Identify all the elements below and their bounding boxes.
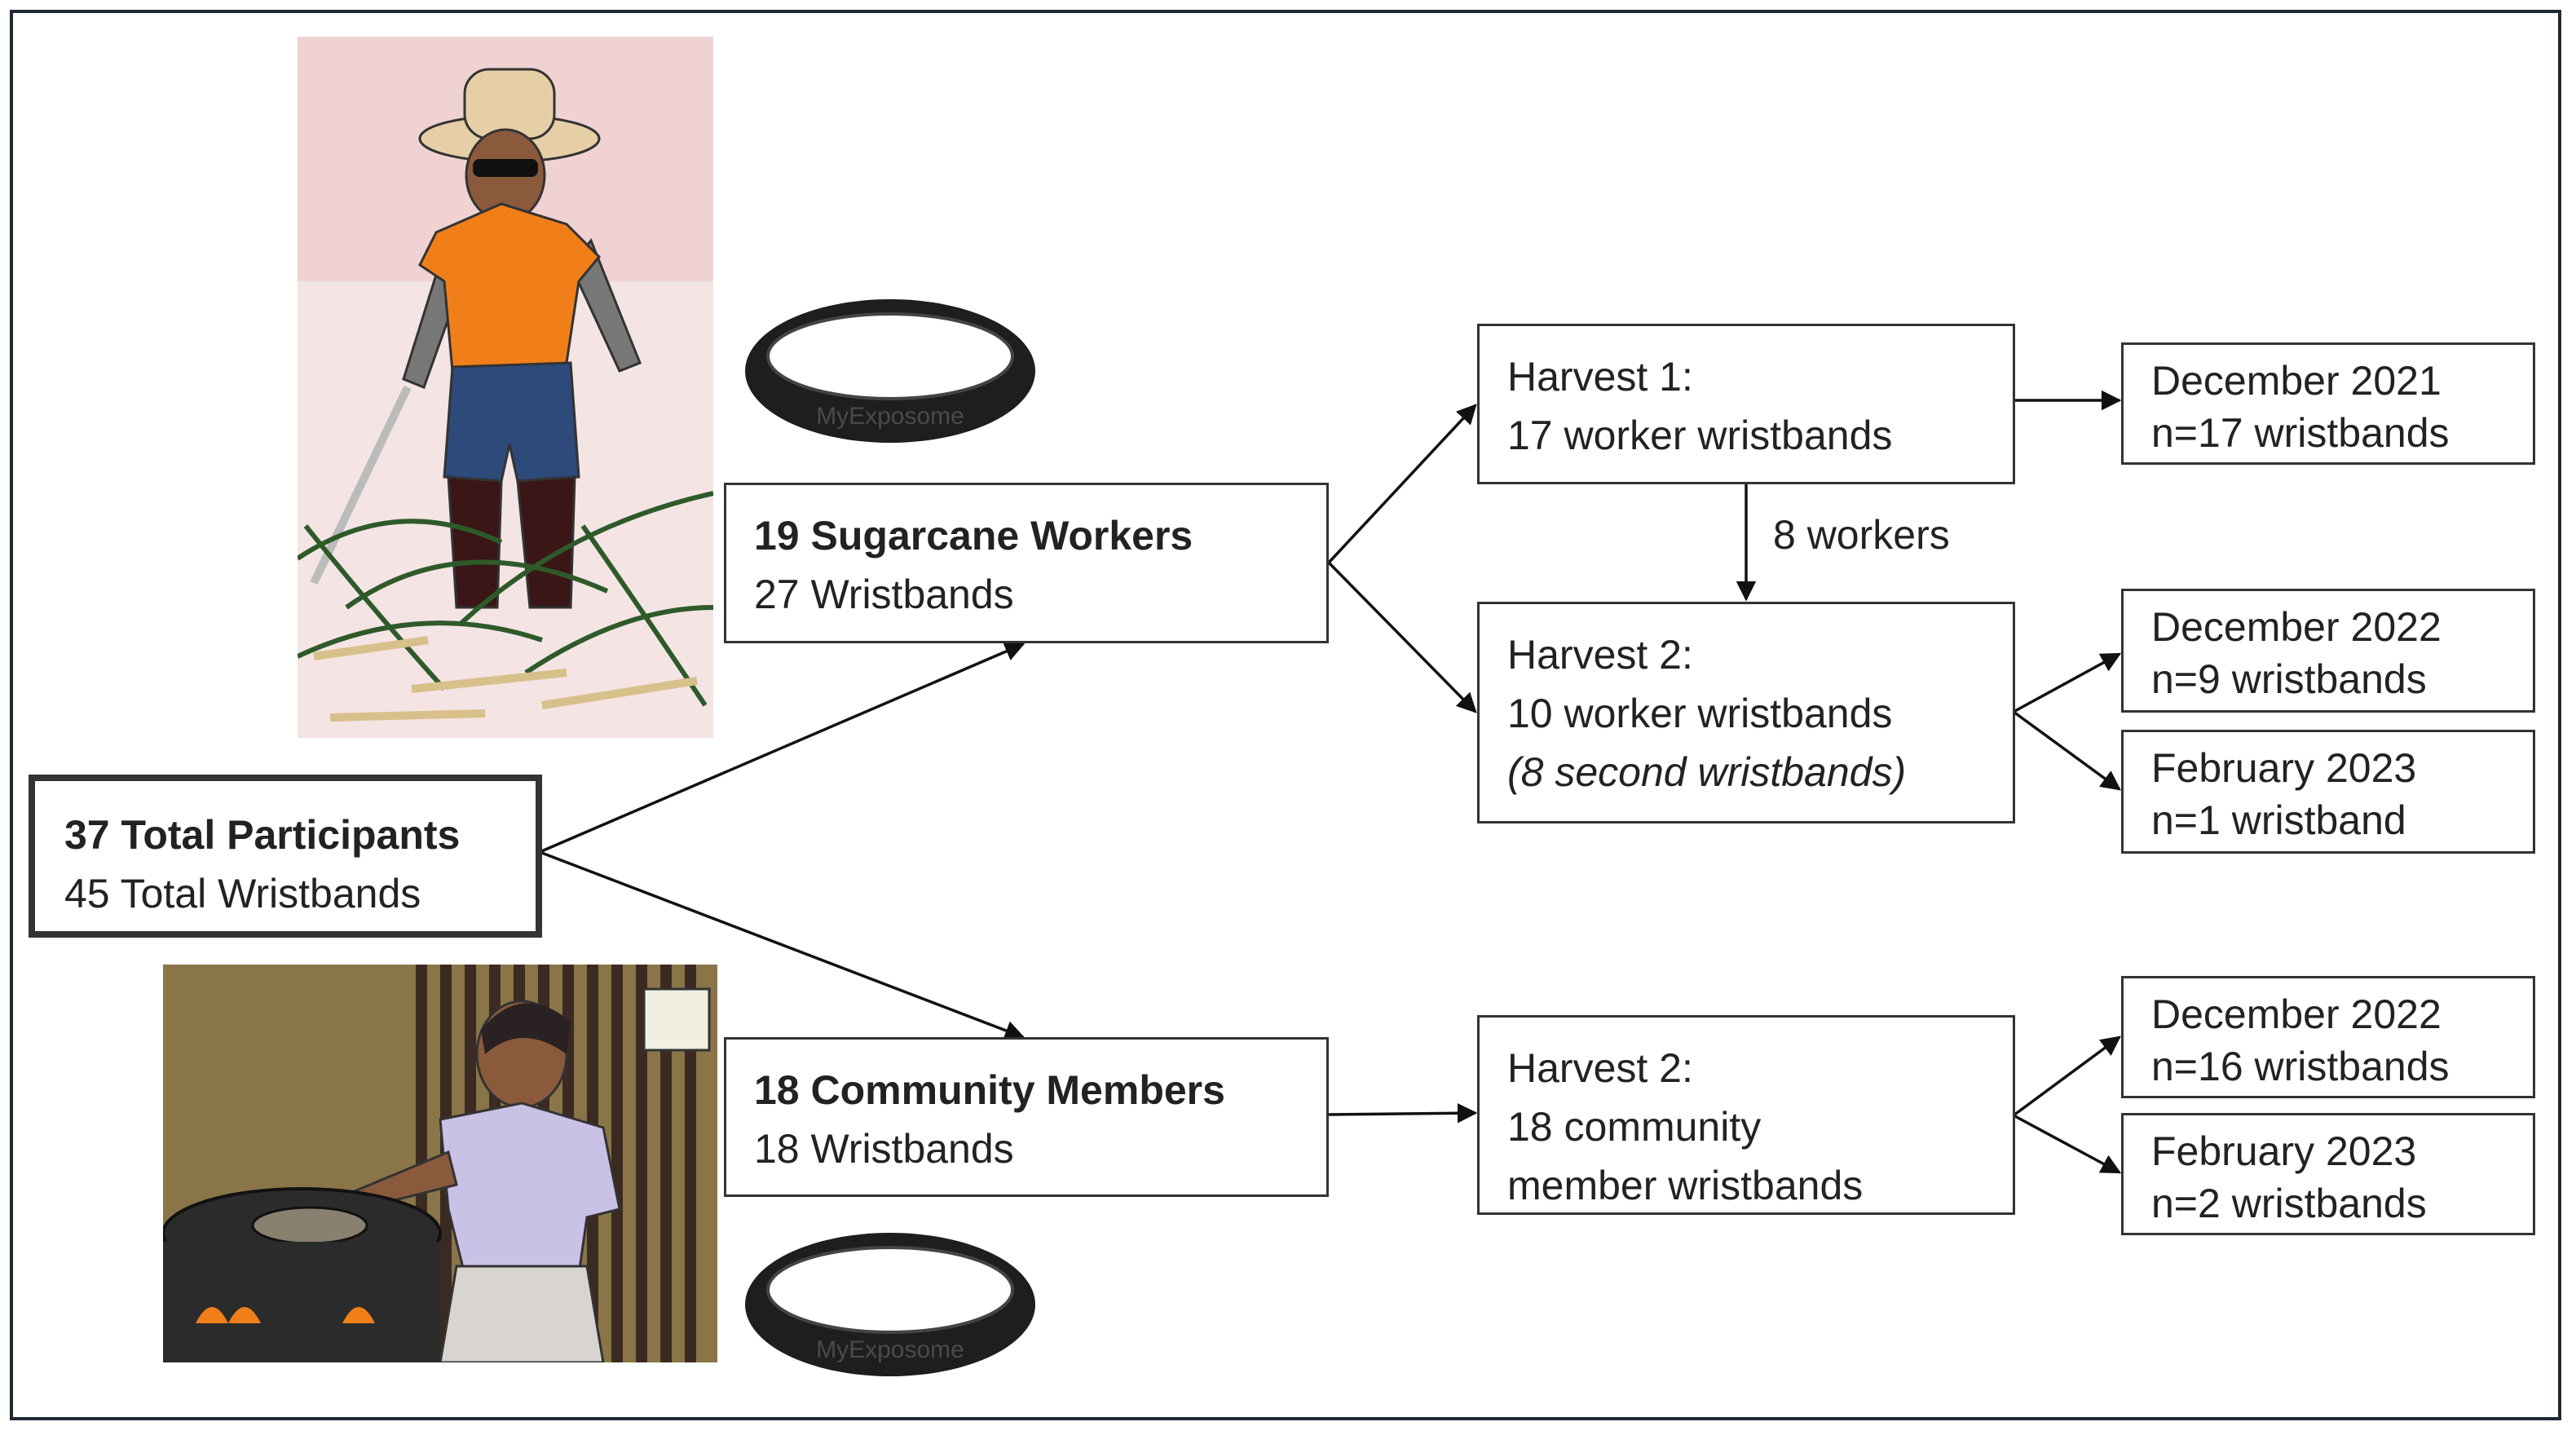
svg-text:MyExposome: MyExposome (816, 1336, 964, 1363)
arrow-harvest2-to-dec2022 (2013, 652, 2122, 713)
community-wristbands: 18 Wristbands (754, 1126, 1014, 1172)
workers-title: 19 Sugarcane Workers (754, 513, 1193, 559)
harvest2-workers-box: Harvest 2: 10 worker wristbands (8 secon… (1477, 602, 2015, 823)
connector-label-8-workers: 8 workers (1773, 512, 1950, 558)
outcome-feb2023-community-count: n=2 wristbands (2151, 1181, 2427, 1226)
outcome-dec2022-community-count: n=16 wristbands (2151, 1044, 2450, 1089)
outcome-feb2023-workers-count: n=1 wristband (2151, 797, 2406, 843)
outcome-dec2022-workers-count: n=9 wristbands (2151, 656, 2427, 702)
outcome-dec2022-community-date: December 2022 (2151, 991, 2441, 1037)
wristband-image-top: MyExposome (745, 299, 1035, 443)
sugarcane-worker-illustration (298, 37, 713, 738)
outcome-dec2021-box: December 2021 n=17 wristbands (2121, 342, 2535, 465)
outcome-feb2023-community-date: February 2023 (2151, 1128, 2417, 1174)
community-title: 18 Community Members (754, 1067, 1225, 1113)
harvest1-detail: 17 worker wristbands (1507, 413, 1893, 458)
arrow-total-to-community (539, 850, 1026, 1040)
arrow-total-to-workers (539, 642, 1026, 854)
workers-wristbands: 27 Wristbands (754, 572, 1014, 617)
outcome-dec2021-count: n=17 wristbands (2151, 410, 2450, 456)
total-wristbands: 45 Total Wristbands (64, 871, 421, 916)
arrow-community-to-harvest2 (1328, 1102, 1478, 1124)
total-participants: 37 Total Participants (64, 812, 461, 858)
outcome-feb2023-workers-date: February 2023 (2151, 745, 2417, 791)
community-members-box: 18 Community Members 18 Wristbands (724, 1037, 1329, 1197)
outcome-dec2022-workers-box: December 2022 n=9 wristbands (2121, 589, 2535, 713)
harvest2-community-line2: member wristbands (1507, 1163, 1864, 1208)
arrow-workers-to-harvest2 (1327, 561, 1477, 713)
harvest2-community-title: Harvest 2: (1507, 1045, 1693, 1091)
outcome-dec2022-workers-date: December 2022 (2151, 604, 2441, 650)
figure-frame (10, 10, 2561, 1420)
svg-text:MyExposome: MyExposome (816, 403, 964, 430)
sugarcane-workers-box: 19 Sugarcane Workers 27 Wristbands (724, 483, 1329, 643)
outcome-dec2022-community-box: December 2022 n=16 wristbands (2121, 976, 2535, 1098)
total-participants-box: 37 Total Participants 45 Total Wristband… (29, 775, 542, 938)
arrow-harvest2-to-feb2023 (2012, 710, 2121, 791)
harvest2-community-line1: 18 community (1507, 1104, 1762, 1150)
outcome-dec2021-date: December 2021 (2151, 358, 2441, 404)
outcome-feb2023-community-box: February 2023 n=2 wristbands (2121, 1113, 2535, 1235)
harvest2-workers-title: Harvest 2: (1507, 632, 1693, 678)
wristband-image-bottom: MyExposome (745, 1233, 1035, 1376)
community-member-illustration (163, 965, 717, 1362)
harvest2-workers-note: (8 second wristbands) (1507, 749, 1907, 795)
harvest1-workers-box: Harvest 1: 17 worker wristbands (1477, 324, 2015, 484)
arrow-workers-to-harvest1 (1327, 404, 1477, 564)
harvest2-workers-detail: 10 worker wristbands (1507, 691, 1893, 736)
arrow-community-harvest-to-dec2022 (2012, 1035, 2121, 1117)
outcome-feb2023-workers-box: February 2023 n=1 wristband (2121, 730, 2535, 854)
harvest1-title: Harvest 1: (1507, 354, 1693, 400)
harvest2-community-box: Harvest 2: 18 community member wristband… (1477, 1015, 2015, 1215)
arrow-community-harvest-to-feb2023 (2013, 1114, 2122, 1174)
